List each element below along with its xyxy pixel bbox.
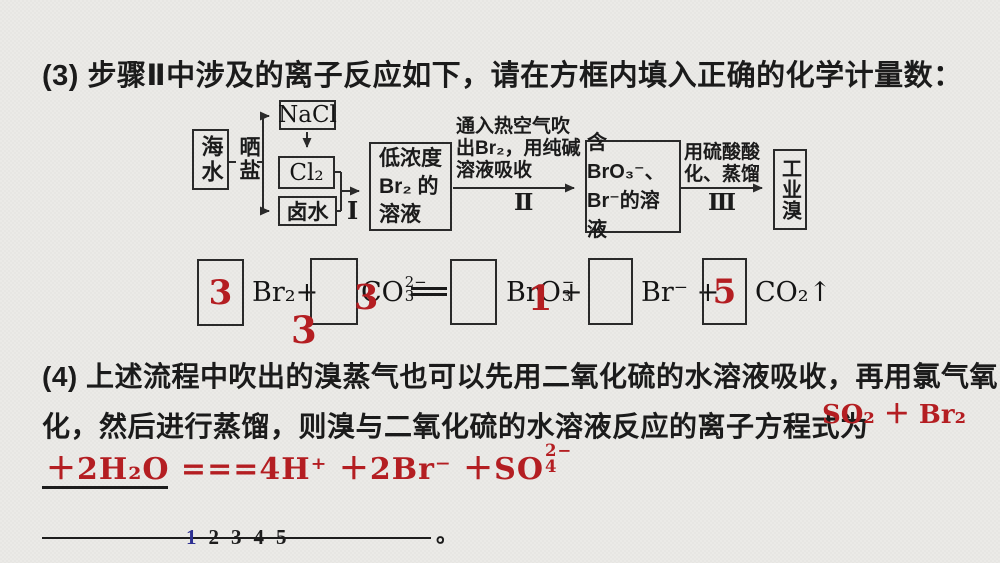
- co3-superscript: 2−: [404, 273, 427, 292]
- bro3-line1: 含BrO₃⁻、: [587, 131, 665, 183]
- red-equation-main: ＋2H₂O ===4H⁺ ＋2Br⁻ ＋SO: [46, 452, 544, 487]
- question3-text: (3) 步骤Ⅱ中涉及的离子反应如下，请在方框内填入正确的化学计量数：: [42, 60, 963, 92]
- red-answer-over-co3: 3: [354, 277, 379, 318]
- answer-underline: [42, 486, 168, 489]
- question4-line1: (4) 上述流程中吹出的溴蒸气也可以先用二氧化硫的水溶液吸收，再用氯气氧: [42, 361, 999, 392]
- equals-sign: [411, 287, 447, 296]
- step3-note-line1: 用硫酸酸: [684, 142, 761, 163]
- pagination-number-5[interactable]: 5: [276, 525, 287, 549]
- flowchart-box-cl2: Cl₂: [278, 156, 335, 189]
- low-conc-line1: 低浓度: [379, 146, 442, 170]
- flowchart-step3-label: Ⅲ: [708, 189, 737, 216]
- bro3-superscript: −: [561, 273, 575, 292]
- flowchart-step3-note: 用硫酸酸 化、蒸馏: [684, 142, 760, 186]
- co3-base: CO: [361, 277, 404, 308]
- flowchart-step1-label: Ⅰ: [347, 196, 359, 225]
- pagination: 1 2 3 4 5: [186, 525, 287, 550]
- red-answer-equation: ＋2H₂O ===4H⁺ ＋2Br⁻ ＋SO 2− 4: [46, 441, 573, 488]
- flowchart-label-sun-salt: 晒盐: [237, 136, 260, 182]
- red-answer-box5: 5: [712, 271, 737, 312]
- bro3-subscript: 3: [561, 287, 572, 306]
- red-so4-subscript: 4: [544, 456, 558, 476]
- sentence-period: 。: [436, 522, 459, 547]
- red-answer-below-box2: 3: [291, 308, 317, 352]
- plus-after-bro3: +: [560, 277, 583, 308]
- step2-note-line2: 出Br₂，用纯碱: [456, 138, 581, 159]
- equation-term-br-minus: Br⁻ +: [641, 277, 720, 308]
- bro3-base: BrO: [506, 277, 561, 308]
- pagination-number-2[interactable]: 2: [208, 525, 220, 549]
- step3-note-line2: 化、蒸馏: [684, 164, 761, 185]
- flowchart-step2-label: Ⅱ: [514, 189, 534, 216]
- answer-blank-line: [42, 537, 431, 539]
- flowchart-box-industrial-bromine: 工业溴: [773, 149, 807, 230]
- low-conc-line2: Br₂ 的: [379, 174, 439, 198]
- coefficient-box-1[interactable]: 3: [197, 259, 244, 326]
- red-so4-superscript: 2−: [544, 441, 573, 461]
- step2-note-line1: 通入热空气吹: [456, 116, 571, 137]
- step2-note-line3: 溶液吸收: [456, 160, 533, 181]
- equation-term-co3: CO 2− 3: [361, 273, 427, 308]
- red-answer-overlay: SO₂ ＋ Br₂: [822, 400, 966, 430]
- flowchart-box-brine: 卤水: [278, 196, 337, 226]
- red-answer-box1: 3: [208, 272, 233, 313]
- coefficient-box-2[interactable]: [310, 258, 358, 325]
- flowchart-box-low-conc-br2: 低浓度 Br₂ 的 溶液: [369, 142, 452, 231]
- flowchart-box-nacl: NaCl: [278, 100, 337, 130]
- equation-term-bro3: BrO − 3: [506, 273, 575, 308]
- pagination-number-3[interactable]: 3: [231, 525, 242, 549]
- red-answer-over-bro3: 1: [528, 278, 553, 319]
- bro3-line2: Br⁻的溶: [587, 189, 660, 212]
- coefficient-box-4[interactable]: [588, 258, 633, 325]
- pagination-number-4[interactable]: 4: [253, 525, 265, 549]
- equation-term-co2: CO₂↑: [755, 277, 832, 308]
- flowchart-step2-note: 通入热空气吹 出Br₂，用纯碱 溶液吸收: [456, 116, 581, 182]
- equation-term-br2: Br₂+: [252, 277, 319, 308]
- pagination-number-1[interactable]: 1: [186, 525, 197, 549]
- low-conc-line3: 溶液: [379, 202, 421, 226]
- coefficient-box-3[interactable]: [450, 259, 497, 325]
- flowchart-box-seawater: 海水: [192, 129, 229, 190]
- bro3-line3: 液: [587, 218, 607, 241]
- question4-line2: 化，然后进行蒸馏，则溴与二氧化硫的水溶液反应的离子方程式为: [42, 411, 869, 442]
- flowchart-box-bro3-solution: 含BrO₃⁻、 Br⁻的溶 液: [585, 132, 681, 241]
- coefficient-box-5[interactable]: 5: [702, 258, 747, 325]
- co3-subscript: 3: [404, 287, 415, 306]
